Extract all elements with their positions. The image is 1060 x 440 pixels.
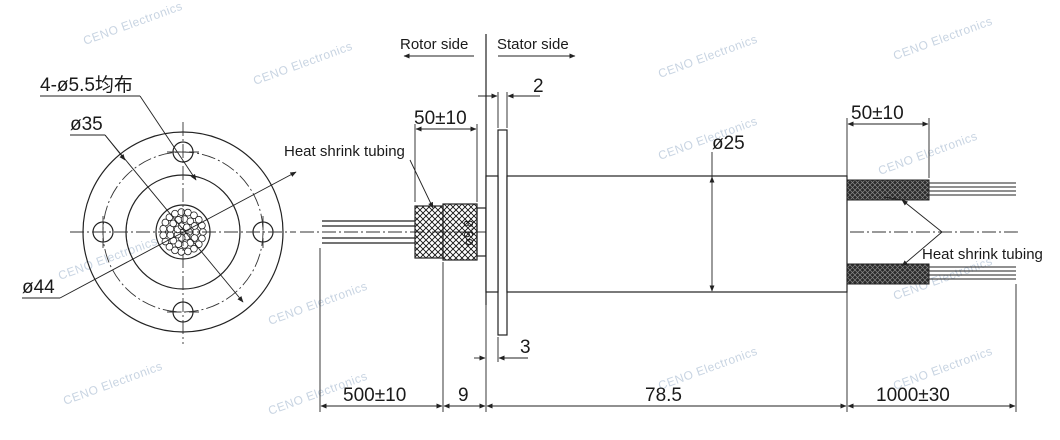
dim-d9-8: ø9.8 <box>461 220 476 246</box>
svg-text:CENO Electronics: CENO Electronics <box>81 0 184 48</box>
dim-flange-2: 2 <box>533 76 544 97</box>
label-stator-side: Stator side <box>497 36 569 53</box>
stator-body <box>506 175 848 293</box>
label-rotor-side: Rotor side <box>400 36 468 53</box>
dim-d44: ø44 <box>22 277 55 298</box>
svg-text:CENO Electronics: CENO Electronics <box>266 279 369 328</box>
dim-50-right: 50±10 <box>851 103 904 124</box>
dim-d35: ø35 <box>70 114 103 135</box>
rotor-core <box>442 203 478 261</box>
dim-holes: 4-ø5.5均布 <box>40 74 133 96</box>
wire-strand <box>177 208 186 216</box>
wire-strand <box>190 211 198 220</box>
svg-text:CENO Electronics: CENO Electronics <box>656 32 759 81</box>
wire-strand <box>171 209 179 218</box>
wire-strand <box>186 217 195 226</box>
svg-text:CENO Electronics: CENO Electronics <box>891 14 994 63</box>
end-view: 4-ø5.5均布 ø35 ø44 <box>22 74 297 344</box>
wire-strand <box>190 234 199 242</box>
wire-strand <box>177 248 186 256</box>
wire-strand <box>159 224 168 233</box>
dim-rotor-9: 9 <box>458 385 469 406</box>
wire-strand <box>169 219 178 228</box>
svg-text:CENO Electronics: CENO Electronics <box>251 39 354 88</box>
dim-flange-3: 3 <box>520 337 531 358</box>
dim-d25: ø25 <box>712 133 745 154</box>
heat-shrink-right-top <box>846 179 930 201</box>
wire-strand <box>180 241 189 249</box>
wire-strand <box>171 246 179 255</box>
dim-body-78-5: 78.5 <box>645 385 682 406</box>
wire-strand <box>165 242 174 251</box>
wire-strand <box>159 231 168 240</box>
wire-strand <box>182 223 191 232</box>
svg-text:CENO Electronics: CENO Electronics <box>876 129 979 178</box>
dim-lead-1000: 1000±30 <box>876 385 950 406</box>
wire-strand <box>174 216 183 224</box>
wire-strand <box>184 247 192 256</box>
dim-50-left: 50±10 <box>414 108 467 129</box>
label-heat-shrink-left: Heat shrink tubing <box>284 143 405 160</box>
wire-strand <box>194 215 203 224</box>
wire-strand <box>161 218 170 227</box>
svg-text:CENO Electronics: CENO Electronics <box>61 359 164 408</box>
wire-strand <box>198 234 206 243</box>
dim-lead-500: 500±10 <box>343 385 406 406</box>
side-view: Rotor side Stator side ø9.8 <box>284 34 1043 412</box>
heat-shrink-left <box>414 205 444 259</box>
stator-wires <box>929 182 1016 280</box>
label-heat-shrink-right: Heat shrink tubing <box>922 246 1043 263</box>
flange <box>497 129 508 336</box>
wire-strand <box>174 240 183 248</box>
heat-shrink-right-bottom <box>846 263 930 285</box>
